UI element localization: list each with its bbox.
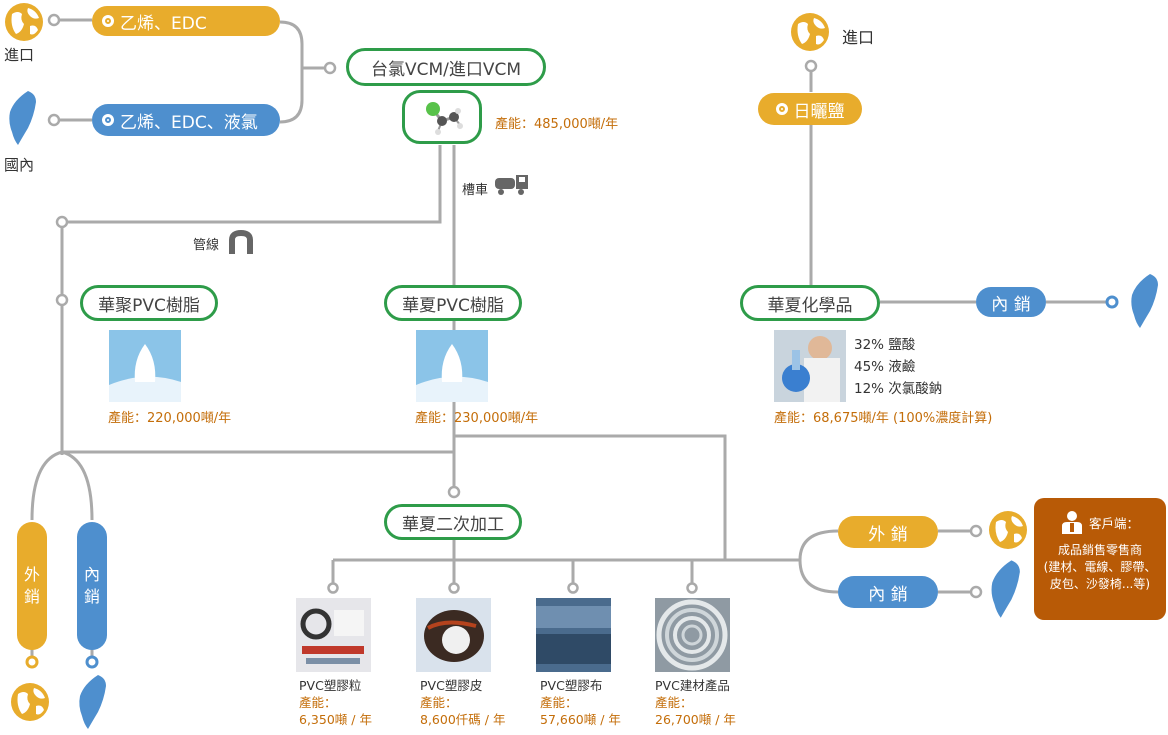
right-export-label: 外 銷 (868, 524, 908, 545)
chem-node: 華夏化學品 (740, 285, 880, 321)
leather-photo (416, 598, 491, 672)
left-export-char: 銷 (23, 587, 40, 606)
customer-line: (建材、電線、膠帶、 (1043, 560, 1157, 574)
product-item: PVC建材產品 產能： 26,700噸 / 年 (655, 677, 736, 728)
vcm-label: 台氯VCM/進口VCM (370, 59, 522, 80)
chem-item: 12% 次氯酸鈉 (854, 381, 943, 397)
truck-label: 槽車 (462, 183, 489, 198)
salt-label: 日曬鹽 (793, 101, 845, 122)
truck-icon (495, 175, 528, 195)
product-cap-label: 產能： (299, 695, 337, 710)
molecule-icon (426, 102, 463, 135)
chem-item: 32% 鹽酸 (854, 337, 916, 353)
customer-line: 成品銷售零售商 (1057, 543, 1142, 557)
product-item: PVC塑膠布 產能： 57,660噸 / 年 (540, 677, 621, 728)
product-cap-label: 產能： (655, 695, 693, 710)
resin1-capacity: 產能：220,000噸/年 (108, 411, 232, 426)
left-domestic-char: 銷 (83, 587, 100, 606)
left-domestic-char: 內 (83, 565, 100, 584)
pipe-label: 管線 (193, 238, 220, 253)
right-export-pill: 外 銷 (838, 516, 938, 548)
product-name: PVC塑膠皮 (420, 678, 483, 693)
taiwan-map-icon (1131, 274, 1158, 328)
chem-domestic-label: 內 銷 (991, 294, 1031, 315)
lab-photo (774, 330, 846, 402)
product-name: PVC建材產品 (655, 678, 730, 693)
pipe-icon (229, 230, 253, 254)
pellet-photo (296, 598, 371, 672)
globe-icon (5, 3, 43, 41)
salt-import-label: 進口 (842, 28, 875, 47)
globe-icon (791, 13, 829, 51)
customer-title: 客戶端： (1088, 515, 1139, 531)
vcm-molecule-box (402, 90, 482, 144)
product-cap-label: 產能： (420, 695, 458, 710)
product-cap-value: 57,660噸 / 年 (540, 712, 621, 727)
taiwan-map-icon (79, 675, 106, 729)
taiwan-map-icon (991, 560, 1020, 618)
import-feed-label: 乙烯、EDC (120, 13, 207, 34)
chem-label: 華夏化學品 (767, 295, 853, 316)
target-icon (102, 15, 114, 27)
product-cap-value: 8,600仟碼 / 年 (420, 712, 506, 727)
resin2-capacity: 產能：230,000噸/年 (415, 411, 539, 426)
right-domestic-label: 內 銷 (868, 584, 908, 605)
customer-line: 皮包、沙發椅...等) (1049, 577, 1151, 591)
processing-node: 華夏二次加工 (384, 504, 522, 540)
left-domestic-pill: 內 銷 (77, 522, 107, 650)
product-cap-value: 26,700噸 / 年 (655, 712, 736, 727)
resin1-node: 華聚PVC樹脂 (80, 285, 218, 321)
domestic-label: 國內 (4, 156, 35, 174)
salt-pill: 日曬鹽 (758, 93, 862, 125)
resin1-label: 華聚PVC樹脂 (98, 295, 200, 316)
pvc-resin-photo (109, 330, 181, 402)
pipe-products-photo (655, 598, 730, 672)
import-label: 進口 (4, 46, 35, 64)
pvc-resin-photo (416, 330, 488, 402)
vcm-node: 台氯VCM/進口VCM (346, 48, 546, 86)
product-cap-label: 產能： (540, 695, 578, 710)
left-export-char: 外 (23, 565, 40, 584)
target-icon (102, 114, 114, 126)
product-cap-value: 6,350噸 / 年 (299, 712, 372, 727)
left-export-pill: 外 銷 (17, 522, 47, 650)
resin2-label: 華夏PVC樹脂 (402, 295, 504, 316)
taiwan-map-icon (9, 91, 37, 145)
product-name: PVC塑膠粒 (299, 678, 362, 693)
chem-capacity: 產能：68,675噸/年 (100%濃度計算) (774, 411, 993, 426)
target-icon (775, 103, 788, 115)
product-item: PVC塑膠皮 產能： 8,600仟碼 / 年 (420, 677, 505, 728)
processing-label: 華夏二次加工 (402, 514, 504, 535)
chem-item: 45% 液鹼 (854, 359, 916, 375)
product-name: PVC塑膠布 (540, 678, 603, 693)
product-item: PVC塑膠粒 產能： 6,350噸 / 年 (299, 677, 372, 728)
globe-icon (11, 683, 49, 721)
domestic-feed-label: 乙烯、EDC、液氯 (120, 112, 258, 133)
import-feed-pill: 乙烯、EDC (92, 6, 280, 36)
sheet-photo (536, 598, 611, 672)
resin2-node: 華夏PVC樹脂 (384, 285, 522, 321)
right-domestic-pill: 內 銷 (838, 576, 938, 608)
domestic-feed-pill: 乙烯、EDC、液氯 (92, 104, 280, 136)
person-icon (1061, 511, 1082, 534)
chem-domestic-sales: 內 銷 (976, 287, 1046, 317)
customer-box: 客戶端： 成品銷售零售商 (建材、電線、膠帶、 皮包、沙發椅...等) (1034, 498, 1166, 620)
globe-icon (989, 511, 1027, 549)
vcm-capacity: 產能：485,000噸/年 (495, 117, 619, 132)
